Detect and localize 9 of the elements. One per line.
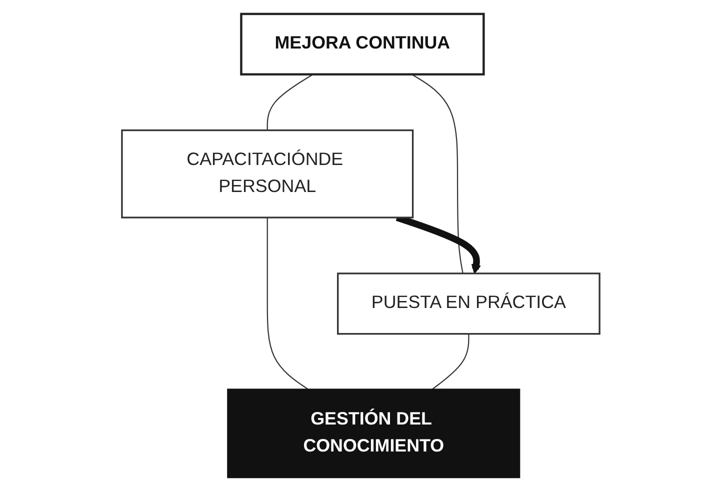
connector <box>431 334 470 390</box>
node-box <box>337 272 601 335</box>
flowchart-drawing: MEJORA CONTINUA CAPACITACIÓNDE PERSONAL PUESTA EN PRÁCTICA GESTIÓN DEL CONOCIMIENTO <box>113 5 609 486</box>
node-box <box>240 12 486 76</box>
connector <box>267 74 314 130</box>
node-box <box>121 129 414 218</box>
connector <box>267 218 310 390</box>
node-box <box>227 388 520 478</box>
connector <box>412 74 464 274</box>
